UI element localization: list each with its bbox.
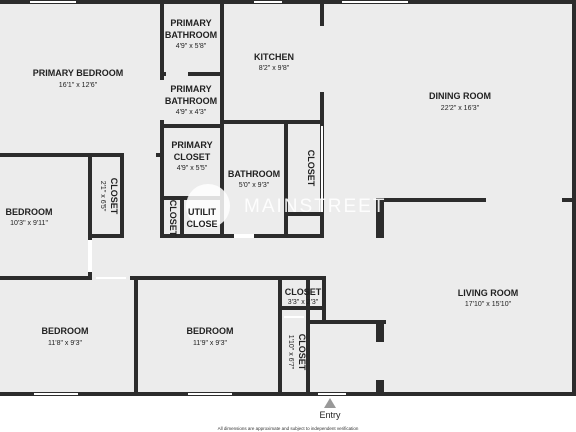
wall <box>320 0 324 26</box>
wall <box>120 157 124 237</box>
wall <box>130 276 326 280</box>
window <box>254 1 282 3</box>
wall <box>306 276 310 392</box>
room-label-closet-small: CLOSET <box>168 200 178 237</box>
wall <box>224 234 324 238</box>
room-dims-primary-bathroom-2: 4'9" x 4'3" <box>176 109 207 116</box>
entry-label: Entry <box>319 410 341 420</box>
window <box>188 393 232 395</box>
wall <box>180 200 184 238</box>
room-label-closet-west: CLOSET <box>109 178 119 215</box>
door-gap <box>88 240 92 272</box>
door-gap <box>284 316 304 318</box>
room-label-utility-close: UTILIT <box>188 207 216 217</box>
room-label-closet-hall: CLOSET <box>285 287 322 297</box>
room-dims-primary-closet: 4'9" x 5'5" <box>177 165 208 172</box>
window <box>318 393 346 395</box>
room-label-bathroom: BATHROOM <box>228 169 280 179</box>
door-gap <box>124 153 156 157</box>
wall <box>0 153 164 157</box>
room-label-primary-bathroom: BATHROOM <box>165 30 217 40</box>
room-dims-closet-hall: 3'3" x 2'3" <box>288 299 319 306</box>
wall <box>288 212 320 216</box>
room-dims-bedroom-sw: 11'8" x 9'3" <box>48 340 82 347</box>
room-label-kitchen: KITCHEN <box>254 52 294 62</box>
wall-north <box>0 0 576 4</box>
room-label-primary-bathroom: PRIMARY <box>170 18 211 28</box>
room-dims-closet-south: 1'10" x 6'7" <box>287 335 294 370</box>
wall <box>376 198 486 202</box>
room-label-primary-bathroom-2: PRIMARY <box>170 84 211 94</box>
window <box>321 126 323 212</box>
room-label-utility-close: CLOSE <box>186 219 217 229</box>
wall <box>562 198 576 202</box>
wall <box>306 320 386 324</box>
wall <box>160 200 164 238</box>
door-gap <box>160 80 164 120</box>
wall <box>88 234 124 238</box>
wall <box>376 320 384 342</box>
wall <box>284 120 288 238</box>
wall <box>376 380 384 392</box>
room-label-living-room: LIVING ROOM <box>458 288 519 298</box>
wall <box>278 280 282 392</box>
room-dims-closet-west: 2'1" x 6'5" <box>99 181 106 212</box>
watermark-logo-icon <box>186 184 230 228</box>
door-gap <box>234 234 254 238</box>
room-label-primary-closet: CLOSET <box>174 152 211 162</box>
wall <box>134 280 138 392</box>
room-dims-bedroom-west: 10'3" x 9'11" <box>10 220 48 227</box>
wall <box>220 0 224 238</box>
wall <box>376 198 384 238</box>
door-gap <box>166 72 188 76</box>
wall <box>88 157 92 237</box>
room-dims-bedroom-s: 11'9" x 9'3" <box>193 340 227 347</box>
room-dims-dining-room: 22'2" x 16'3" <box>441 105 480 112</box>
room-label-bedroom-sw: BEDROOM <box>42 326 89 336</box>
room-label-primary-bedroom: PRIMARY BEDROOM <box>33 68 124 78</box>
room-label-closet-kitchen: CLOSET <box>306 150 316 187</box>
window <box>34 393 78 395</box>
entry-arrow-icon <box>324 398 336 408</box>
wall <box>160 234 224 238</box>
wall-south <box>0 392 576 396</box>
wall <box>160 124 224 128</box>
wall <box>224 120 324 124</box>
watermark-text: MAINSTREET <box>244 196 386 217</box>
room-label-bedroom-s: BEDROOM <box>187 326 234 336</box>
room-dims-primary-bedroom: 16'1" x 12'6" <box>59 82 98 89</box>
room-label-primary-bathroom-2: BATHROOM <box>165 96 217 106</box>
room-label-primary-closet: PRIMARY <box>171 140 212 150</box>
disclaimer-text: All dimensions are approximate and subje… <box>218 426 359 431</box>
room-dims-bathroom: 5'0" x 9'3" <box>239 182 270 189</box>
room-label-dining-room: DINING ROOM <box>429 91 491 101</box>
room-dims-kitchen: 8'2" x 9'8" <box>259 65 290 72</box>
room-label-bedroom-west: BEDROOM <box>6 207 53 217</box>
wall <box>278 306 326 310</box>
window <box>342 1 408 3</box>
room-dims-living-room: 17'10" x 15'10" <box>465 301 512 308</box>
wall <box>160 72 224 76</box>
room-label-closet-south: CLOSET <box>297 334 307 371</box>
window <box>30 1 76 3</box>
wall <box>0 276 92 280</box>
room-dims-primary-bathroom: 4'9" x 5'8" <box>176 43 207 50</box>
wall <box>322 276 326 324</box>
door-gap <box>96 277 126 279</box>
